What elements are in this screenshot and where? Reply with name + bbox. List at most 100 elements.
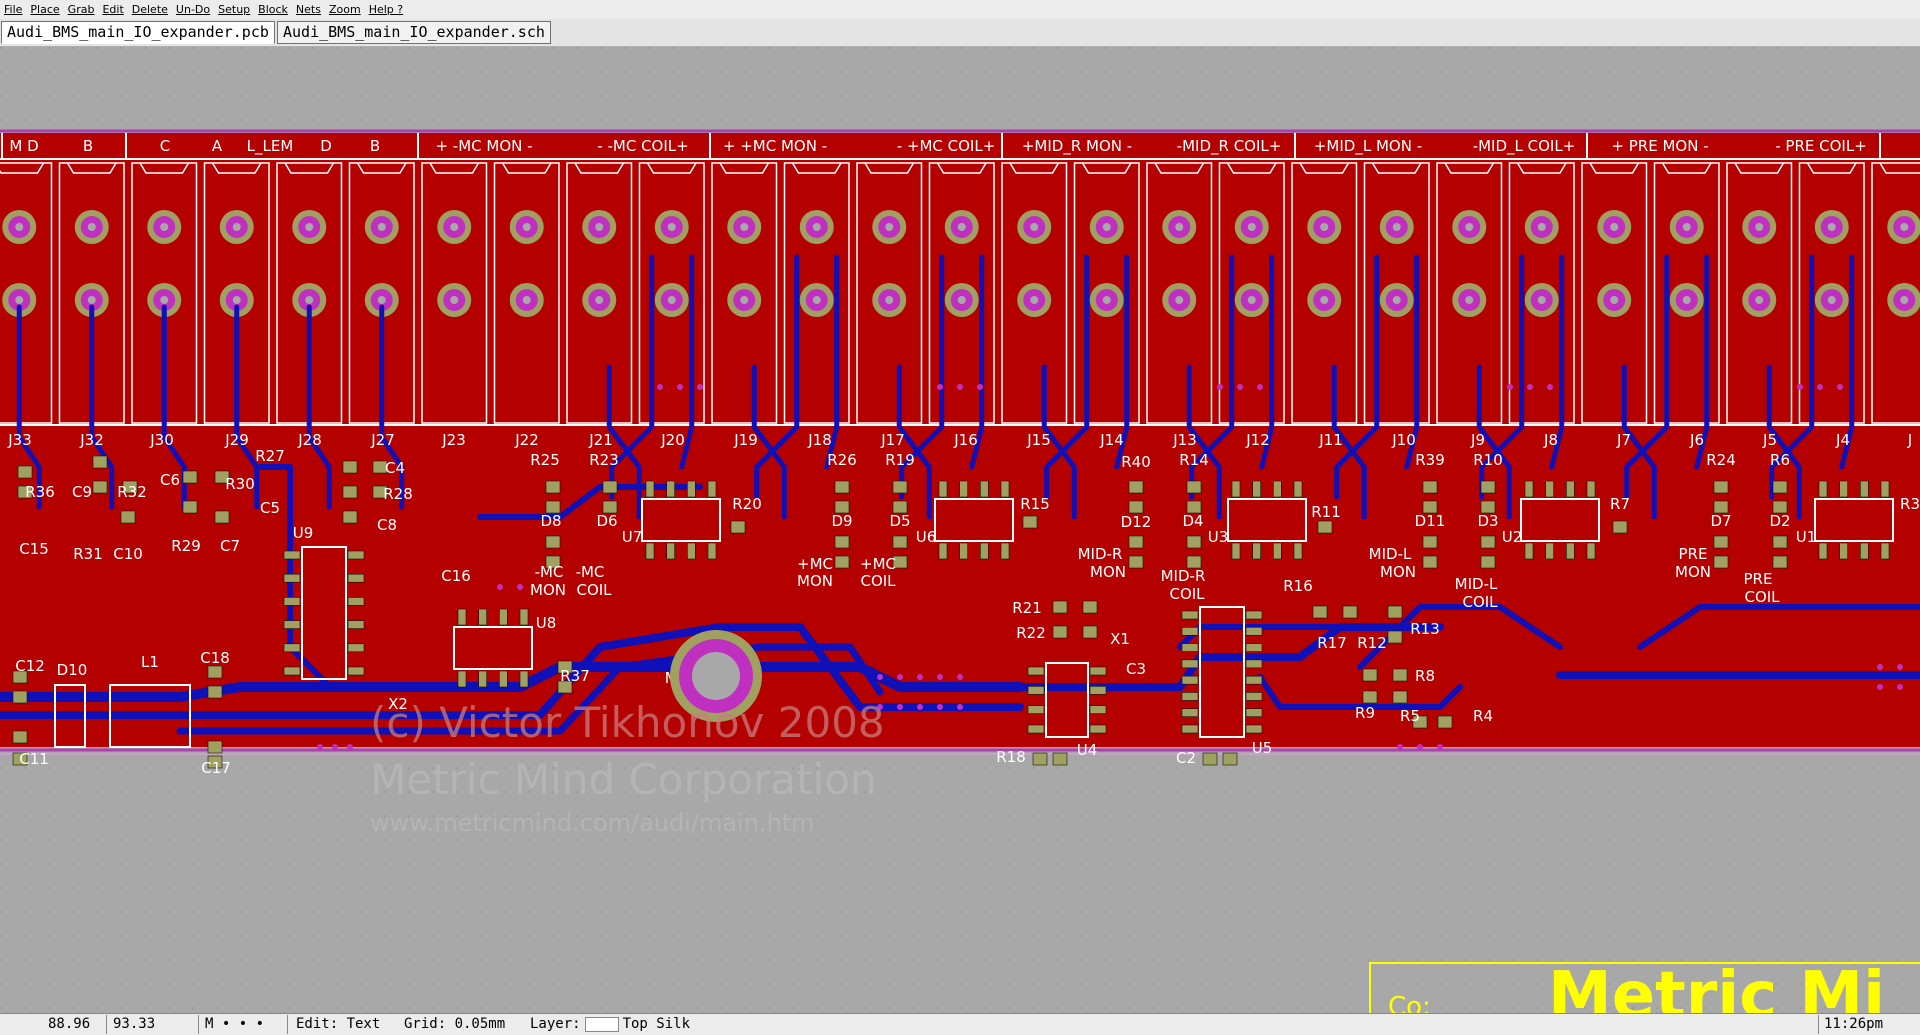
menu-setup[interactable]: Setup [218,3,251,16]
connector-label: J6 [1689,431,1704,449]
status-layer-name: Top Silk [622,1016,691,1032]
connector-label: J20 [660,431,685,449]
component-label: COIL [1169,585,1205,603]
component-label: D9 [831,512,852,530]
component-label: C17 [201,759,231,777]
menu-nets[interactable]: Nets [295,3,321,16]
component-label: R10 [1473,451,1503,469]
connector-label: J15 [1026,431,1051,449]
menu-block[interactable]: Block [258,3,288,16]
component-label: MID-L [1369,545,1412,563]
status-y-coord: 93.33 [113,1016,156,1032]
component-label: R36 [25,483,55,501]
component-label: D2 [1769,512,1790,530]
menu-help[interactable]: Help ? [368,3,404,16]
component-label: MON [530,581,566,599]
component-label: D7 [1710,512,1731,530]
component-label: C18 [200,649,230,667]
tab-pcb-file[interactable]: Audi_BMS_main_IO_expander.pcb [1,21,275,44]
status-bar: 88.96 93.33 M • • • Edit: Text Grid: 0.0… [0,1013,1920,1035]
component-label: R21 [1012,599,1042,617]
header-label: +MID_L MON - [1314,137,1422,156]
menu-grab[interactable]: Grab [67,3,95,16]
titleblock-co-label: Co: [1388,992,1431,1013]
component-label: U2 [1502,528,1523,546]
component-label: C3 [1126,660,1146,678]
component-label: R40 [1121,453,1151,471]
watermark-line-2: Metric Mind Corporation [370,755,877,804]
component-label: U3 [1208,528,1229,546]
tab-sch-file[interactable]: Audi_BMS_main_IO_expander.sch [277,21,551,44]
component-label: MID-L [1455,575,1498,593]
menu-file[interactable]: File [4,3,23,16]
component-label: MON [1090,563,1126,581]
menu-delete[interactable]: Delete [131,3,168,16]
header-label: -MID_R COIL+ [1177,137,1282,156]
component-label: COIL [576,581,612,599]
component-label: D5 [889,512,910,530]
component-label: U8 [536,614,557,632]
file-tab-bar: Audi_BMS_main_IO_expander.pcb Audi_BMS_m… [0,19,1920,47]
component-label: X2 [388,695,408,713]
component-label: PRE [1744,570,1773,588]
component-label: R29 [171,537,201,555]
connector-label: J17 [880,431,905,449]
component-label: R18 [996,748,1026,766]
connector-label: J8 [1543,431,1558,449]
component-label: MID-R [1078,545,1123,563]
header-label: B [83,137,93,155]
component-label: R25 [530,451,560,469]
component-label: U6 [916,528,937,546]
component-label: D11 [1415,512,1446,530]
component-label: R9 [1355,704,1375,722]
connector-label: J16 [953,431,978,449]
status-layer-label: Layer: [530,1016,581,1032]
component-label: R16 [1283,577,1313,595]
header-label: L_LEM [247,137,294,156]
component-label: D6 [596,512,617,530]
titleblock-company: Metric Mi [1548,959,1885,1013]
connector-label: J32 [79,431,104,449]
component-label: R28 [383,485,413,503]
component-label: C9 [72,483,92,501]
status-clock: 11:26pm [1824,1016,1884,1032]
menu-zoom[interactable]: Zoom [328,3,361,16]
menu-place[interactable]: Place [30,3,60,16]
component-label: MON [797,572,833,590]
component-label: C12 [15,657,45,675]
component-label: COIL [860,572,896,590]
component-label: C4 [385,459,405,477]
component-label: C5 [260,499,280,517]
component-label: R37 [560,667,590,685]
component-label: D3 [1477,512,1498,530]
status-layer[interactable]: Layer: Top Silk [530,1016,690,1033]
header-label: A [212,137,223,155]
component-label: C16 [441,567,471,585]
component-label: U7 [622,528,643,546]
header-label: - +MC COIL+ [897,137,996,155]
component-label: R7 [1610,495,1630,513]
status-edit-mode[interactable]: Edit: Text [296,1016,381,1032]
component-label: C15 [19,540,49,558]
component-label: R23 [589,451,619,469]
watermark-line-3: www.metricmind.com/audi/main.htm [370,809,815,837]
component-label: R27 [255,447,285,465]
component-label: R12 [1357,634,1387,652]
component-label: COIL [1462,593,1498,611]
component-label: C8 [377,516,397,534]
menu-bar: File Place Grab Edit Delete Un-Do Setup Block Ne… [0,0,1920,19]
connector-label: J11 [1318,431,1343,449]
component-label: R26 [827,451,857,469]
component-label: R15 [1020,495,1050,513]
component-label: U1 [1796,528,1817,546]
component-label: -MC [535,563,564,581]
component-label: C6 [160,471,180,489]
menu-un-do[interactable]: Un-Do [175,3,211,16]
status-grid[interactable]: Grid: 0.05mm [404,1016,506,1032]
connector-label: J22 [514,431,539,449]
connector-label: J30 [149,431,174,449]
connector-label: J23 [441,431,466,449]
status-mode[interactable]: M • • • [205,1016,265,1032]
menu-edit[interactable]: Edit [102,3,124,16]
